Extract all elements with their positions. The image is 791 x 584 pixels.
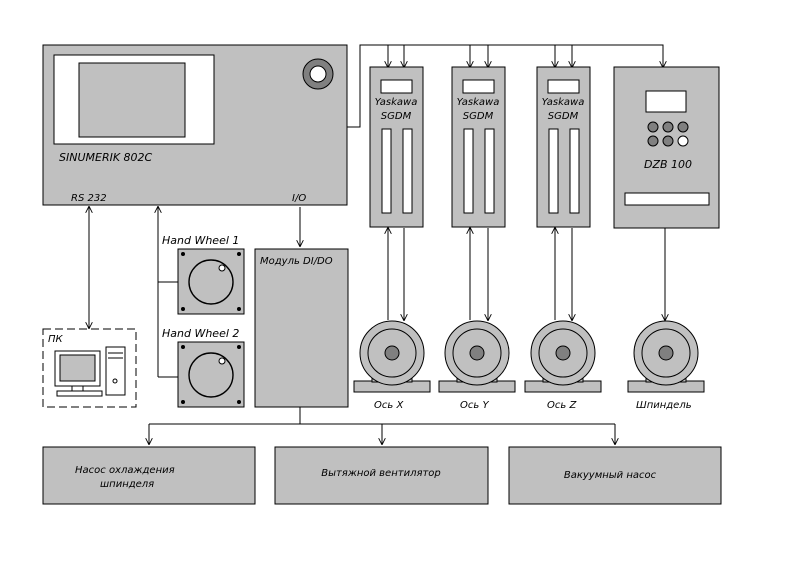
motor-z: Ось Z	[524, 320, 602, 411]
servo-drive-z: Yaskawa SGDM	[536, 66, 591, 228]
handwheel-1: Hand Wheel 1	[162, 234, 245, 315]
drive-brand: Yaskawa	[542, 97, 585, 108]
spindle-drive: DZB 100	[613, 66, 720, 229]
pc-label: ПК	[48, 334, 64, 345]
peripheral-coolant-pump: Насос охлаждения шпинделя	[42, 446, 256, 505]
motor-spindle: Шпиндель	[627, 320, 705, 411]
handwheel-2: Hand Wheel 2	[162, 327, 245, 408]
controller-name: SINUMERIK 802C	[59, 151, 153, 164]
sinumerik-controller: SINUMERIK 802C RS 232 I/O	[42, 44, 348, 206]
drive-model: SGDM	[548, 111, 579, 122]
drive-model: SGDM	[463, 111, 494, 122]
motor-label: Ось X	[374, 400, 404, 411]
bus-top-wire	[347, 44, 663, 128]
peripheral-label: Вытяжной вентилятор	[321, 468, 441, 479]
drive-brand: Yaskawa	[457, 97, 500, 108]
io-module: Модуль DI/DO	[254, 248, 349, 408]
motor-label: Ось Y	[460, 400, 489, 411]
servo-drive-x: Yaskawa SGDM	[369, 66, 424, 228]
rs232-port-label: RS 232	[71, 193, 107, 204]
io-port-label: I/O	[292, 193, 306, 204]
servo-drive-y: Yaskawa SGDM	[451, 66, 506, 228]
motor-x: Ось X	[353, 320, 431, 411]
drive-model: SGDM	[381, 111, 412, 122]
handwheel-2-label: Hand Wheel 2	[162, 327, 239, 340]
motor-label: Ось Z	[547, 400, 577, 411]
motor-y: Ось Y	[438, 320, 516, 411]
peripheral-exhaust-fan: Вытяжной вентилятор	[274, 446, 489, 505]
drive-brand: Yaskawa	[375, 97, 418, 108]
spindle-drive-label: DZB 100	[644, 158, 692, 171]
motor-label: Шпиндель	[636, 400, 692, 411]
peripheral-label-line1: Насос охлаждения	[75, 465, 175, 476]
pc: ПК	[42, 328, 137, 408]
peripheral-vacuum-pump: Вакуумный насос	[508, 446, 722, 505]
handwheel-1-label: Hand Wheel 1	[162, 234, 239, 247]
io-module-label: Модуль DI/DO	[260, 256, 333, 267]
peripheral-label: Вакуумный насос	[564, 470, 657, 481]
peripheral-label-line2: шпинделя	[100, 479, 154, 490]
